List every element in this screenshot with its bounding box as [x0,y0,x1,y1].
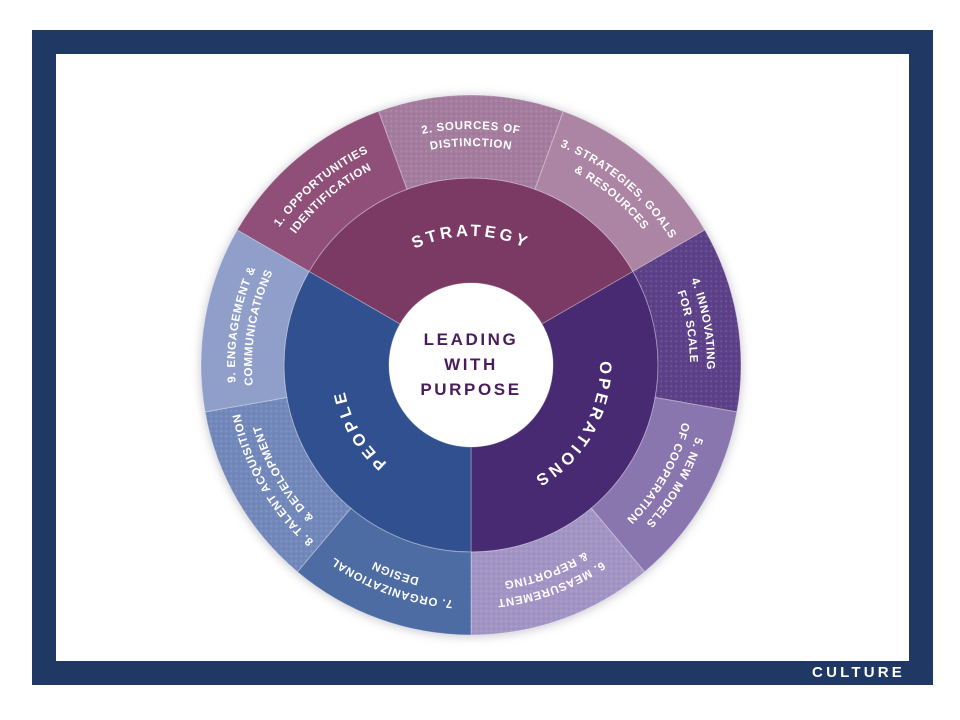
center-circle [389,283,553,447]
center-title-line2: WITH [444,355,498,374]
outer-segment-9 [200,229,310,413]
center-title-line3: PURPOSE [420,380,521,399]
border-frame [32,30,933,685]
dot-texture-4 [632,230,742,412]
dot-texture-6 [471,508,645,635]
dot-texture-2 [378,94,564,190]
outer-segment-2-label-line1: 2. SOURCES OF [421,120,522,137]
dot-texture-8 [205,397,351,572]
center-title-line1: LEADING [424,330,519,349]
culture-label: CULTURE [812,664,905,681]
outer-segment-2-label-line2: DISTINCTION [429,137,513,153]
